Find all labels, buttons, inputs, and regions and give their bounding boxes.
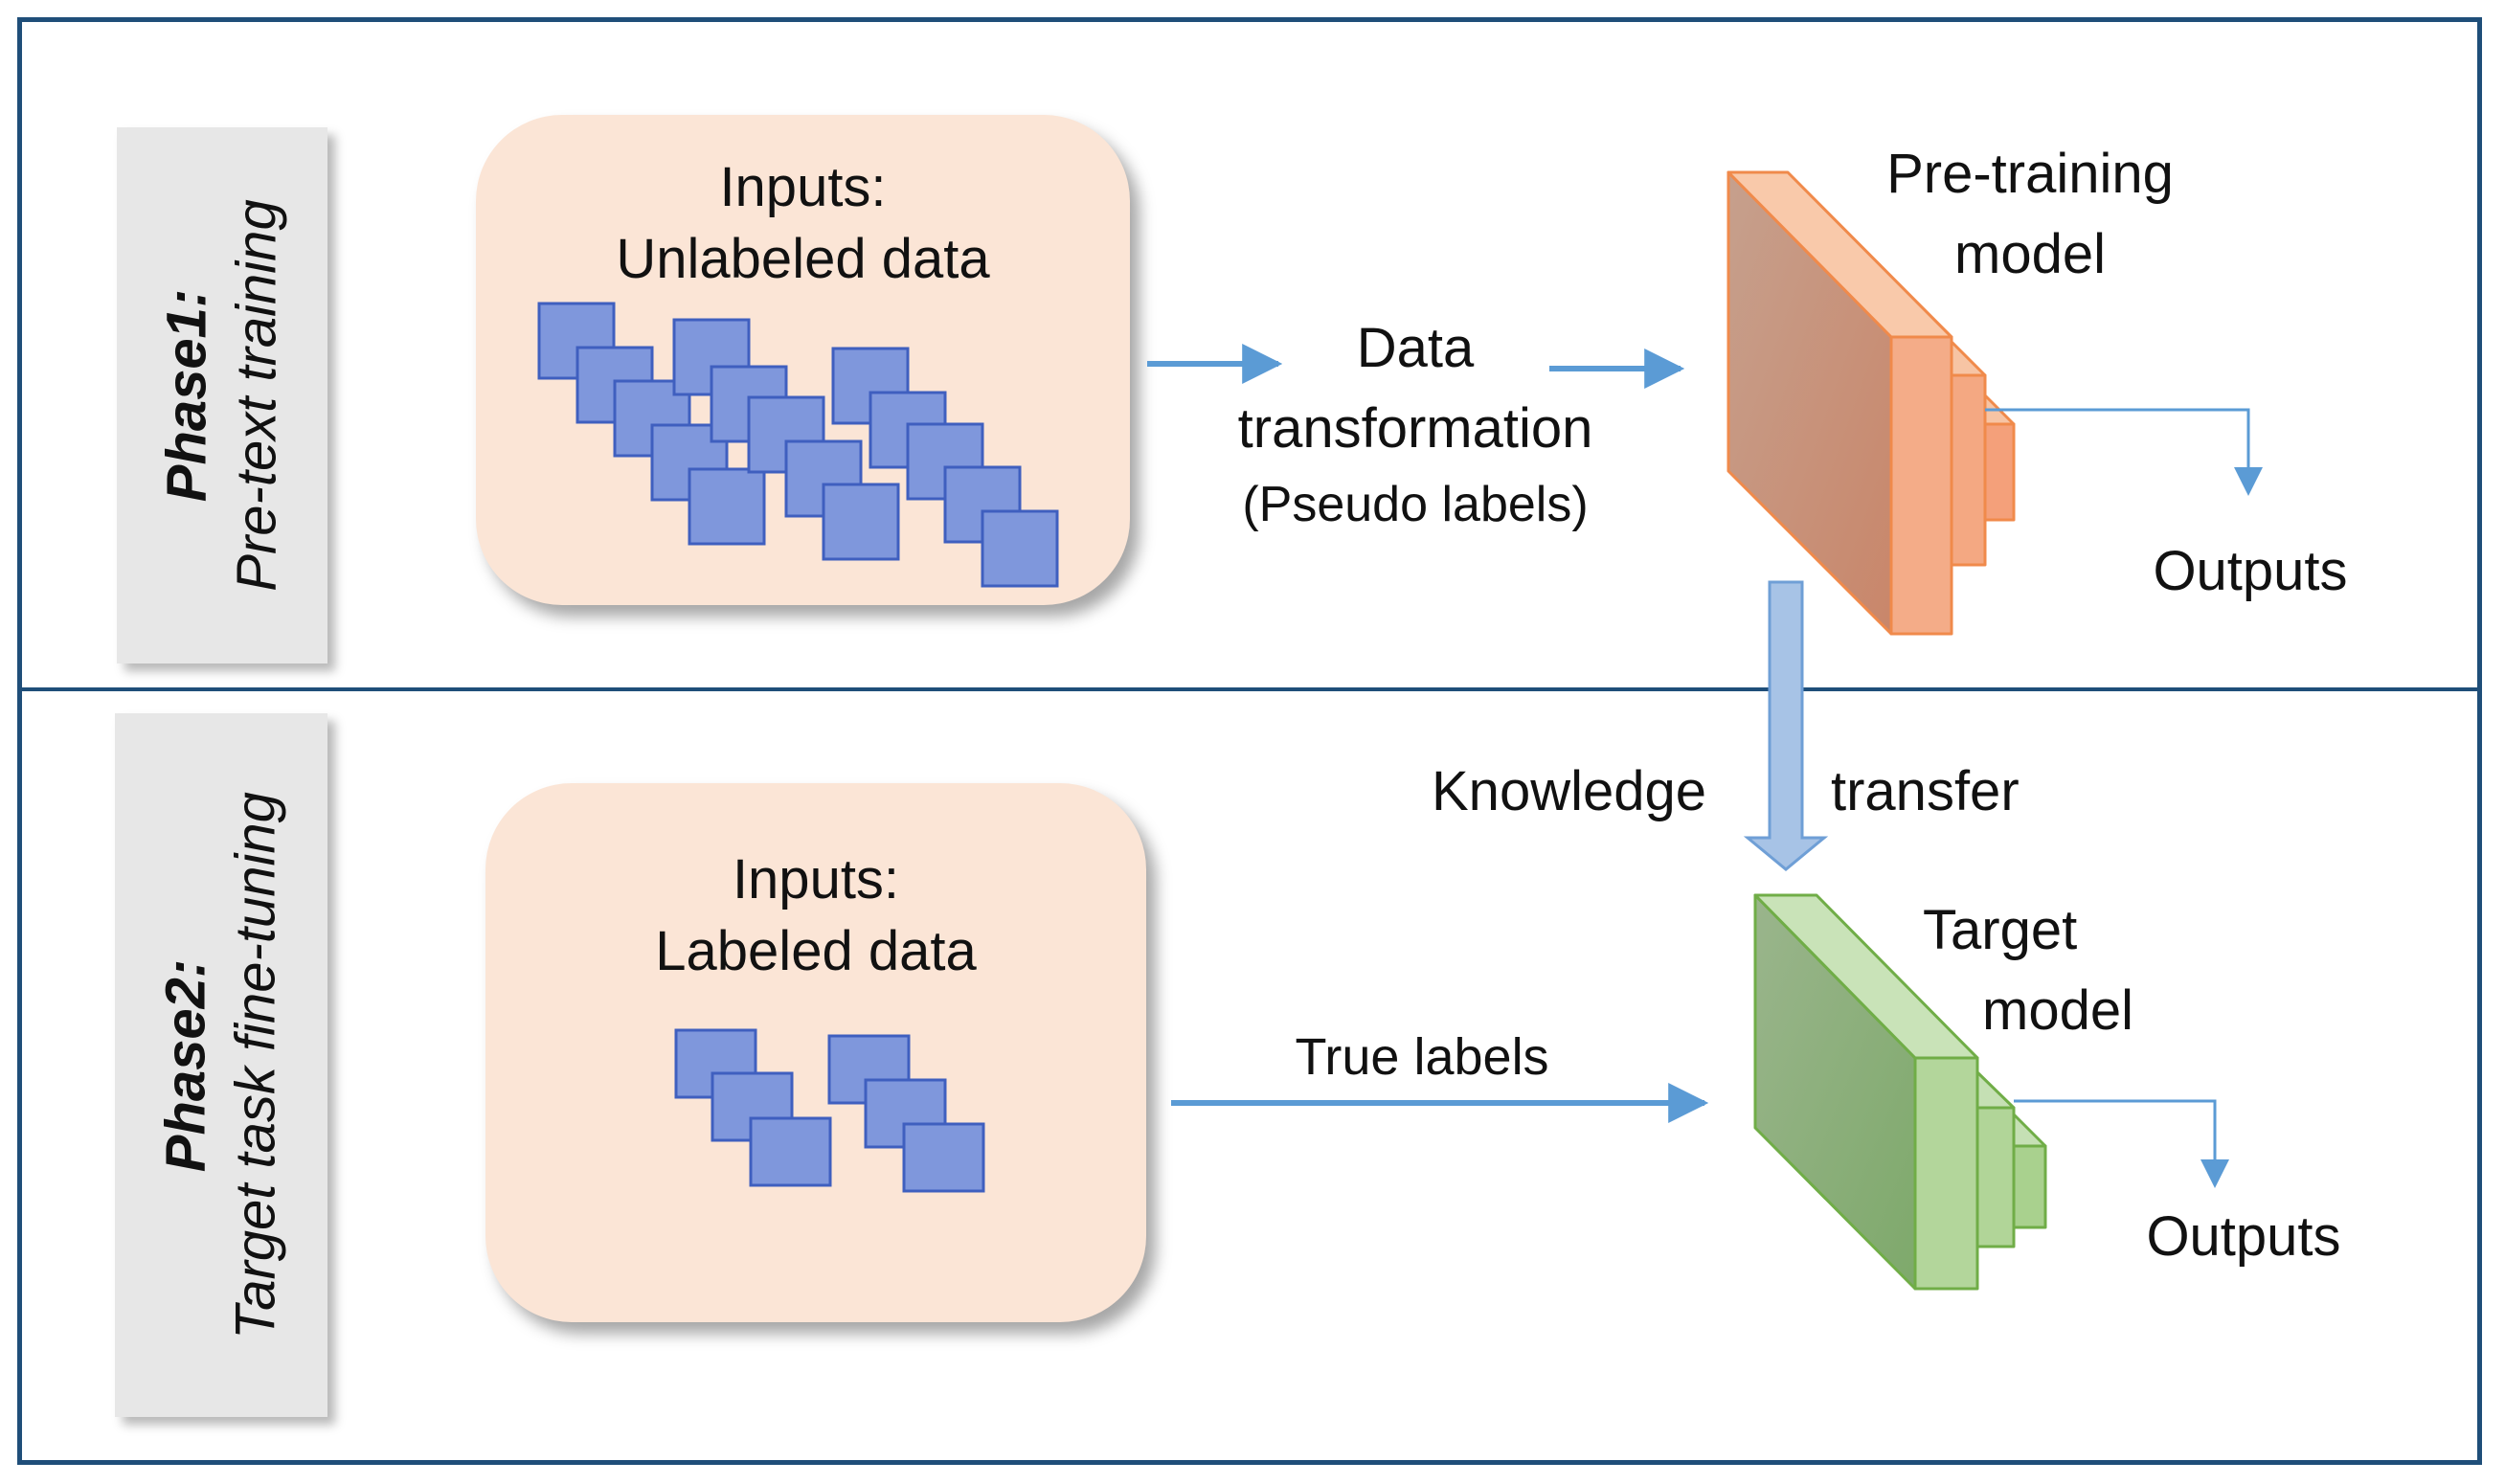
pretrain-outputs-arrow [1985, 408, 2263, 496]
pretraining-model-line-1: Pre-training [1886, 143, 2174, 205]
pretraining-model-label: Pre-training model [1848, 134, 2212, 295]
unlabeled-inputs-heading: Inputs: [719, 156, 887, 218]
data-square [981, 509, 1059, 588]
transform-line-1: Data [1356, 317, 1475, 379]
diagram-frame [17, 17, 2482, 1465]
true-labels-label: True labels [1295, 1028, 1549, 1086]
data-square [688, 467, 766, 546]
data-square [749, 1116, 832, 1187]
target-model [1753, 893, 2047, 1291]
labeled-inputs-box: Inputs: Labeled data [485, 783, 1146, 1322]
labeled-inputs-name: Labeled data [655, 920, 977, 983]
transform-label: Data transformation (Pseudo labels) [1195, 308, 1636, 542]
transform-line-3: (Pseudo labels) [1242, 477, 1589, 533]
pretrain-outputs-label: Outputs [2153, 540, 2348, 602]
data-square [822, 483, 900, 561]
phase-divider [17, 687, 2482, 691]
unlabeled-inputs-name: Unlabeled data [616, 228, 990, 291]
knowledge-label: Knowledge [1432, 760, 1706, 822]
pretraining-model-line-2: model [1954, 223, 2106, 286]
transform-line-2: transformation [1237, 397, 1593, 461]
knowledge-transfer-arrow [1743, 580, 1829, 871]
target-model-line-1: Target [1923, 899, 2078, 961]
phase2-label: Phase2: Target task fine-tuning [115, 713, 327, 1417]
data-square [902, 1122, 985, 1193]
target-model-line-2: model [1982, 979, 2133, 1043]
target-model-label: Target model [1896, 890, 2222, 1051]
flow-arrows [1147, 344, 2263, 1188]
target-outputs-label: Outputs [2146, 1205, 2341, 1268]
transfer-label: transfer [1831, 760, 2020, 822]
unlabeled-data-squares [537, 302, 1059, 588]
phase1-label: Phase1: Pre-text training [117, 127, 327, 663]
unlabeled-inputs-box: Inputs: Unlabeled data [476, 115, 1130, 605]
labeled-data-squares [674, 1028, 985, 1193]
labeled-inputs-heading: Inputs: [732, 848, 900, 911]
target-outputs-arrow [2014, 1099, 2229, 1188]
